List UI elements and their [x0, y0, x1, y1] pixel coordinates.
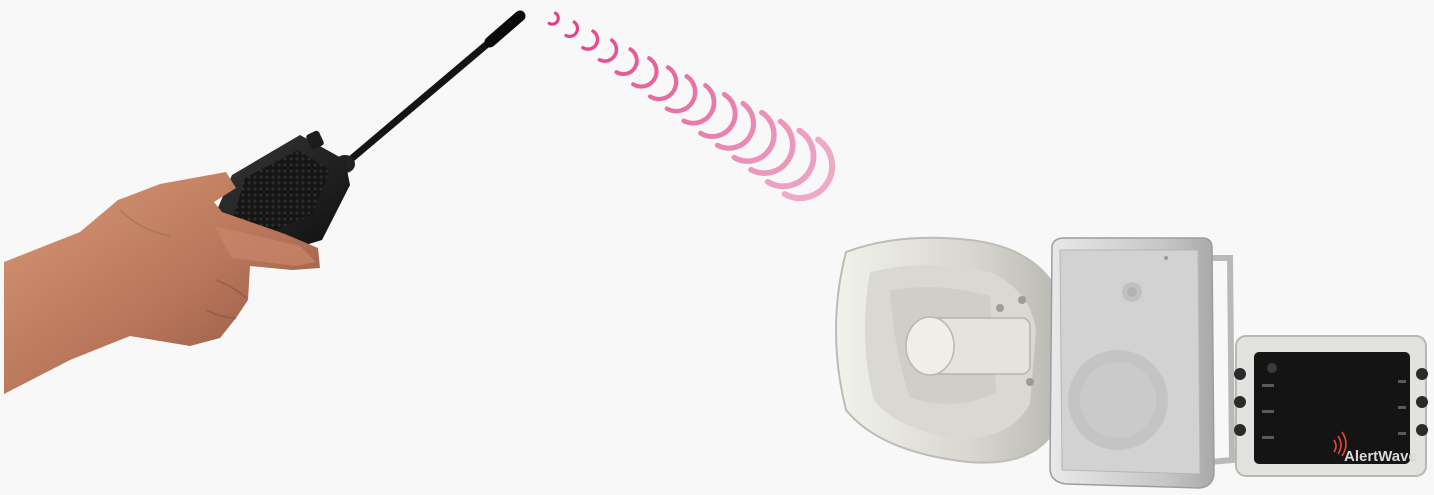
signal-wave-arc: [616, 49, 636, 74]
signal-wave-arc: [701, 94, 736, 136]
signal-wave-arc: [583, 31, 598, 49]
alert-receiver-box-icon: AlertWave: [1234, 336, 1428, 476]
radio-signal-waves: [549, 13, 832, 198]
radio-antenna: [335, 16, 520, 173]
handheld-radio-icon: [4, 16, 520, 394]
wall-speaker-icon: [1050, 238, 1232, 488]
signal-wave-arc: [600, 40, 617, 61]
signal-wave-arc: [650, 67, 676, 99]
horn-speaker-icon: [836, 238, 1062, 463]
signal-wave-arc: [549, 13, 558, 24]
signal-wave-arc: [566, 22, 578, 36]
receiver-brand-label: AlertWave: [1344, 448, 1417, 465]
